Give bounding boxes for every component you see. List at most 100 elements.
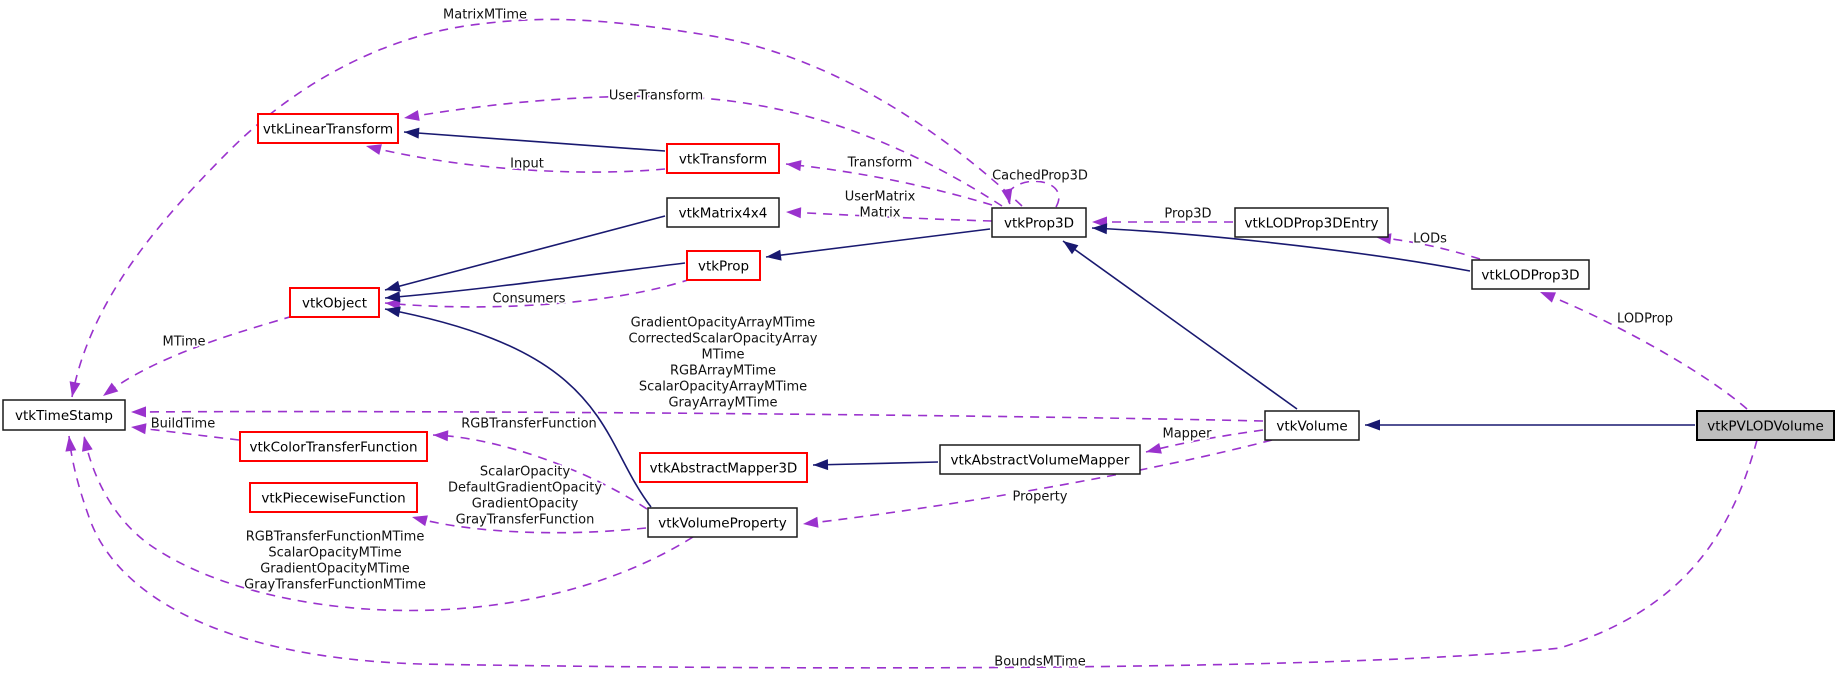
arrowhead-e-input: [366, 144, 382, 155]
arrowhead-e-usermatrix: [786, 207, 802, 219]
node-label-vtkAbstractVolumeMapper: vtkAbstractVolumeMapper: [951, 453, 1130, 469]
arrowhead-e-usertransform: [404, 110, 420, 121]
node-label-vtkProp3D: vtkProp3D: [1004, 216, 1074, 232]
edge-i-matrix: [384, 215, 666, 291]
edge-e-input: [365, 145, 666, 173]
node-label-vtkTransform: vtkTransform: [679, 152, 767, 168]
edge-label-e-mtime: MTime: [162, 335, 205, 350]
node-vtkLinearTransform[interactable]: vtkLinearTransform: [257, 113, 399, 144]
edge-i-transform: [403, 131, 666, 152]
node-vtkVolume[interactable]: vtkVolume: [1264, 410, 1360, 441]
edge-label-e-rgbtf: RGBTransferFunction: [461, 417, 597, 432]
node-label-vtkLODProp3D: vtkLODProp3D: [1481, 268, 1579, 284]
arrowhead-i-lodprop3d: [1092, 223, 1108, 235]
edge-e-boundsmtime: [68, 435, 1758, 669]
arrowhead-i-pvlod: [1365, 419, 1380, 431]
edge-i-volume: [1062, 240, 1298, 410]
arrowhead-e-buildtime: [131, 423, 147, 435]
edge-e-rgbtf: [432, 434, 648, 510]
edge-e-lods: [1375, 236, 1481, 260]
edge-label-e-usertransform: UserTransform: [609, 89, 703, 104]
node-label-vtkLinearTransform: vtkLinearTransform: [263, 122, 393, 138]
arrowhead-i-transform: [404, 127, 420, 139]
edge-e-transform: [785, 163, 993, 206]
node-vtkColorTransferFunction[interactable]: vtkColorTransferFunction: [239, 431, 428, 462]
edge-i-prop: [384, 262, 686, 299]
node-label-vtkPVLODVolume: vtkPVLODVolume: [1707, 419, 1824, 435]
node-vtkTimeStamp[interactable]: vtkTimeStamp: [2, 399, 126, 431]
edge-label-e-buildtime: BuildTime: [151, 417, 215, 432]
node-label-vtkProp: vtkProp: [698, 259, 749, 275]
edge-e-cachedprop3d: [1006, 180, 1060, 208]
node-vtkLODProp3DEntry[interactable]: vtkLODProp3DEntry: [1234, 207, 1389, 238]
arrowhead-e-cachedprop3d: [1001, 188, 1013, 204]
node-label-vtkLODProp3DEntry: vtkLODProp3DEntry: [1244, 216, 1378, 232]
edge-e-lodprop: [1539, 291, 1748, 410]
edge-label-e-matrixmtime: MatrixMTime: [443, 8, 527, 23]
arrowhead-e-matrixmtime: [69, 381, 81, 397]
edge-label-e-lods: LODs: [1413, 232, 1447, 247]
node-label-vtkTimeStamp: vtkTimeStamp: [15, 408, 113, 424]
node-label-vtkColorTransferFunction: vtkColorTransferFunction: [249, 440, 417, 456]
edge-label-e-mapper: Mapper: [1162, 427, 1212, 442]
edge-label-e-transform: Transform: [847, 156, 913, 171]
edge-e-usertransform: [403, 95, 1003, 207]
edge-e-consumers: [384, 278, 692, 308]
node-vtkLODProp3D[interactable]: vtkLODProp3D: [1471, 259, 1590, 290]
edge-i-volprop: [384, 308, 652, 508]
node-vtkAbstractVolumeMapper[interactable]: vtkAbstractVolumeMapper: [939, 444, 1141, 475]
edge-label-e-cachedprop3d: CachedProp3D: [992, 169, 1088, 184]
edge-e-opacityfns: [411, 516, 647, 534]
edge-e-mtime: [102, 315, 294, 397]
edge-label-e-consumers: Consumers: [492, 292, 565, 307]
node-vtkProp3D[interactable]: vtkProp3D: [991, 207, 1087, 238]
arrowhead-e-boundsmtime: [65, 436, 77, 452]
edge-e-volume-mtimes: [130, 410, 1264, 422]
arrowhead-e-lodprop: [1540, 292, 1556, 303]
node-label-vtkVolume: vtkVolume: [1276, 419, 1347, 435]
node-vtkObject[interactable]: vtkObject: [289, 287, 380, 318]
arrowhead-i-prop: [385, 291, 401, 303]
node-vtkProp[interactable]: vtkProp: [686, 250, 761, 281]
arrowhead-i-matrix: [385, 280, 401, 292]
arrowhead-e-transform: [786, 160, 802, 172]
edge-e-usermatrix: [785, 211, 993, 222]
arrowhead-e-opacityfns: [412, 515, 428, 527]
node-label-vtkPiecewiseFunction: vtkPiecewiseFunction: [261, 491, 405, 507]
arrowhead-e-consumers: [385, 298, 401, 310]
node-label-vtkMatrix4x4: vtkMatrix4x4: [679, 206, 768, 222]
edge-label-e-boundsmtime: BoundsMTime: [994, 655, 1085, 670]
arrowhead-i-prop3d: [766, 249, 782, 261]
edge-i-lodprop3d: [1091, 227, 1471, 272]
arrowhead-i-avm: [813, 459, 829, 471]
node-vtkPiecewiseFunction[interactable]: vtkPiecewiseFunction: [249, 482, 418, 513]
node-vtkVolumeProperty[interactable]: vtkVolumeProperty: [647, 507, 798, 538]
arrowhead-e-property-mtimes: [82, 436, 93, 452]
arrowhead-e-rgbtf: [433, 430, 449, 442]
edge-label-e-prop3d: Prop3D: [1164, 207, 1211, 222]
node-vtkPVLODVolume: vtkPVLODVolume: [1696, 410, 1835, 441]
edge-e-property: [802, 439, 1273, 525]
arrowhead-i-volume: [1063, 241, 1079, 255]
node-label-vtkVolumeProperty: vtkVolumeProperty: [658, 516, 786, 532]
edge-i-prop3d: [765, 228, 991, 258]
node-vtkAbstractMapper3D[interactable]: vtkAbstractMapper3D: [639, 452, 808, 483]
arrowhead-i-volprop: [385, 306, 401, 318]
node-vtkTransform[interactable]: vtkTransform: [666, 143, 780, 174]
edge-label-e-property: Property: [1012, 490, 1067, 505]
node-label-vtkObject: vtkObject: [302, 296, 367, 312]
node-vtkMatrix4x4[interactable]: vtkMatrix4x4: [666, 197, 780, 228]
arrowhead-e-mapper: [1146, 443, 1162, 454]
node-label-vtkAbstractMapper3D: vtkAbstractMapper3D: [650, 461, 798, 477]
edge-e-property-mtimes: [83, 435, 694, 612]
edge-e-matrixmtime: [71, 18, 1023, 398]
edge-i-avm: [812, 461, 939, 466]
edge-label-e-input: Input: [510, 157, 544, 172]
arrowhead-e-property: [803, 516, 819, 528]
